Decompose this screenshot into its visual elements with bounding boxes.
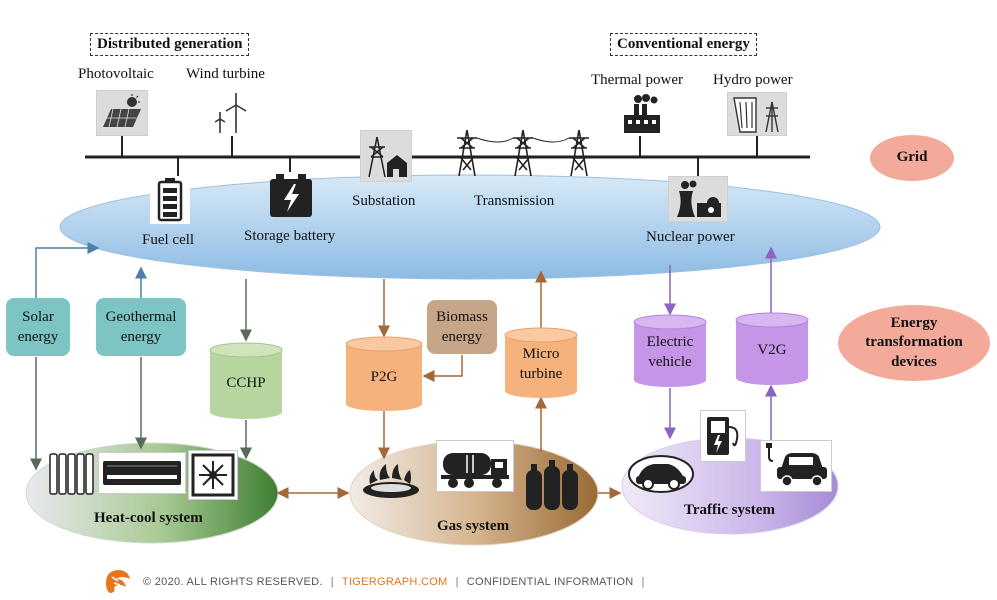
grid-legend: Grid [870,135,954,181]
solar-energy-box: Solar energy [6,298,70,356]
micro-turbine-label: Micro turbine [519,345,563,382]
car-icon [628,452,694,499]
cchp-cylinder [209,342,283,419]
nuclear-power-label: Nuclear power [646,229,735,245]
storage-battery-label: Storage battery [244,228,336,244]
gas-burner-icon [360,462,422,505]
nuclear-plant-icon [668,176,728,222]
biomass-energy-box: Biomass energy [427,300,497,354]
cchp-label: CCHP [226,374,266,391]
footer-site-link[interactable]: TIGERGRAPH.COM [341,576,448,588]
footer-confidential: CONFIDENTIAL INFORMATION [466,576,634,588]
fuel-cell-icon [150,176,190,224]
distributed-generation-header: Distributed generation [90,33,250,56]
gas-system-label: Gas system [437,518,510,534]
energy-transformation-devices-legend: Energy transformation devices [838,305,990,381]
footer: © 2020. ALL RIGHTS RESERVED.|TIGERGRAPH.… [143,576,645,588]
gas-cylinders-icon [524,460,580,517]
traffic-system-label: Traffic system [684,502,775,518]
transmission-pylons [455,126,595,183]
footer-copyright: © 2020. ALL RIGHTS RESERVED. [143,576,323,588]
thermal-power-label: Thermal power [591,72,684,88]
battery-icon [266,172,316,220]
electric-vehicle-label: Electric vehicle [646,333,694,370]
electric-car-icon [760,440,832,492]
radiator-icon [47,450,97,503]
substation-label: Substation [352,193,416,209]
heat-exchanger-icon [188,450,238,500]
tanker-truck-icon [436,440,514,492]
p2g-cylinder [345,336,423,411]
v2g-label: V2G [757,341,787,358]
geothermal-energy-box: Geothermal energy [96,298,186,356]
solar-panel-icon [96,90,148,136]
wind-turbine-icon [206,90,260,136]
air-conditioner-icon [98,452,186,494]
v2g-cylinder [735,312,809,385]
electric-vehicle-cylinder [633,314,707,387]
conventional-energy-header: Conventional energy [610,33,757,56]
fuel-cell-label: Fuel cell [142,232,195,248]
transmission-label: Transmission [474,193,555,209]
p2g-label: P2G [370,368,398,385]
factory-icon [615,92,667,136]
dam-icon [727,92,787,136]
photovoltaic-label: Photovoltaic [78,66,154,82]
hydro-power-label: Hydro power [713,72,793,88]
wind-turbine-label: Wind turbine [186,66,265,82]
heat-cool-system-label: Heat-cool system [94,510,203,526]
micro-turbine-cylinder [504,327,578,398]
charging-station-icon [700,410,746,462]
tiger-logo-icon [102,567,132,600]
substation-icon [360,130,412,182]
